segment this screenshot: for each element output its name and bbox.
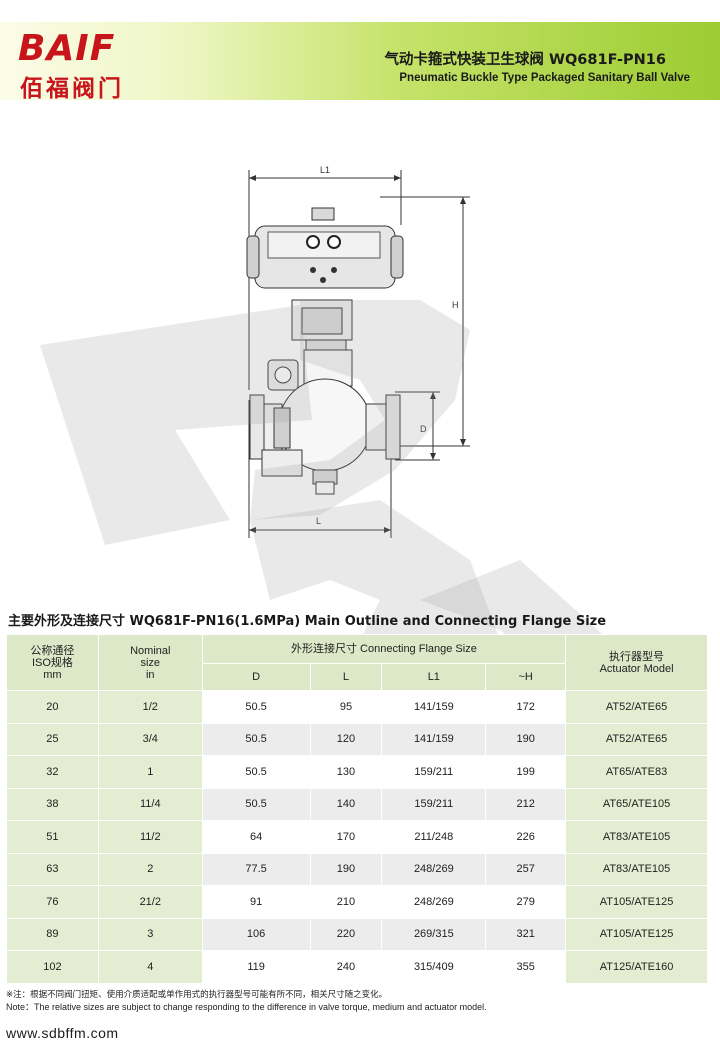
actuator-body [246,207,404,289]
cell-dn: 25 [6,722,99,756]
valve-drawing: L1 H D L [246,165,470,538]
header-d: D [201,663,311,691]
table-row: 38 11/4 50.5 140 159/211 212 AT65/ATE105 [6,787,708,821]
cell-d: 106 [201,917,311,951]
cell-actuator: AT83/ATE105 [565,852,708,886]
cell-l: 130 [309,755,383,789]
cell-l: 120 [309,722,383,756]
brand-logo: BAIF [18,28,116,69]
cell-h: 212 [485,787,567,821]
spec-table: 公称通径 ISO规格 mm Nominal size in 外形连接尺寸 Con… [6,634,708,984]
cell-in: 21/2 [97,885,203,919]
cell-in: 3/4 [97,722,203,756]
section-title: 主要外形及连接尺寸 WQ681F-PN16(1.6MPa) Main Outli… [8,614,607,629]
cell-actuator: AT105/ATE125 [565,885,708,919]
cell-l: 220 [309,917,383,951]
header-actuator: 执行器型号 Actuator Model [565,634,708,691]
cell-dn: 63 [6,852,99,886]
cell-actuator: AT105/ATE125 [565,917,708,951]
table-row: 25 3/4 50.5 120 141/159 190 AT52/ATE65 [6,722,708,756]
cell-l1: 141/159 [381,722,487,756]
cell-in: 4 [97,950,203,984]
table-row: 20 1/2 50.5 95 141/159 172 AT52/ATE65 [6,690,708,724]
cell-actuator: AT125/ATE160 [565,950,708,984]
cell-actuator: AT65/ATE83 [565,755,708,789]
table-row: 51 11/2 64 170 211/248 226 AT83/ATE105 [6,820,708,854]
cell-l1: 248/269 [381,852,487,886]
table-row: 32 1 50.5 130 159/211 199 AT65/ATE83 [6,755,708,789]
table-row: 102 4 119 240 315/409 355 AT125/ATE160 [6,950,708,984]
dim-d-label: D [420,424,427,434]
cell-dn: 102 [6,950,99,984]
cell-in: 1 [97,755,203,789]
cell-d: 50.5 [201,787,311,821]
cell-in: 2 [97,852,203,886]
product-title-zh: 气动卡箍式快装卫生球阀 WQ681F-PN16 [384,52,666,68]
cell-in: 3 [97,917,203,951]
dim-l-label: L [316,516,321,526]
cell-l: 140 [309,787,383,821]
table-row: 76 21/2 91 210 248/269 279 AT105/ATE125 [6,885,708,919]
cell-l: 240 [309,950,383,984]
mounting-bracket [291,299,353,351]
header-dn: 公称通径 ISO规格 mm [6,634,99,691]
cell-l: 210 [309,885,383,919]
cell-in: 1/2 [97,690,203,724]
cell-actuator: AT52/ATE65 [565,722,708,756]
cell-l1: 315/409 [381,950,487,984]
header-h: ~H [485,663,567,691]
cell-l1: 159/211 [381,755,487,789]
cell-l1: 159/211 [381,787,487,821]
cell-dn: 76 [6,885,99,919]
cell-l1: 269/315 [381,917,487,951]
cell-actuator: AT83/ATE105 [565,820,708,854]
cell-actuator: AT52/ATE65 [565,690,708,724]
valve-body [249,359,401,495]
header-nominal-size: Nominal size in [97,634,203,691]
cell-l1: 141/159 [381,690,487,724]
cell-h: 199 [485,755,567,789]
dim-l1-label: L1 [320,165,330,175]
cell-l: 170 [309,820,383,854]
cell-d: 50.5 [201,722,311,756]
cell-d: 77.5 [201,852,311,886]
cell-l1: 211/248 [381,820,487,854]
header-connecting-size: 外形连接尺寸 Connecting Flange Size [201,634,567,664]
cell-d: 50.5 [201,690,311,724]
table-row: 63 2 77.5 190 248/269 257 AT83/ATE105 [6,852,708,886]
header-l1: L1 [381,663,487,691]
cell-l: 190 [309,852,383,886]
website-link[interactable]: www.sdbffm.com [6,1025,119,1041]
cell-d: 50.5 [201,755,311,789]
cell-in: 11/4 [97,787,203,821]
note-zh: ※注：根据不同阀门扭矩、使用介质适配或单作用式的执行器型号可能有所不同，相关尺寸… [6,990,388,1000]
dim-h-label: H [452,300,459,310]
cell-l1: 248/269 [381,885,487,919]
cell-d: 119 [201,950,311,984]
cell-actuator: AT65/ATE105 [565,787,708,821]
note-en: Note：The relative sizes are subject to c… [6,1002,487,1012]
cell-dn: 20 [6,690,99,724]
cell-h: 257 [485,852,567,886]
cell-h: 172 [485,690,567,724]
cell-h: 279 [485,885,567,919]
product-title-en: Pneumatic Buckle Type Packaged Sanitary … [399,72,690,84]
table-row: 89 3 106 220 269/315 321 AT105/ATE125 [6,917,708,951]
cell-dn: 38 [6,787,99,821]
brand-name-zh: 佰福阀门 [20,76,124,102]
cell-h: 226 [485,820,567,854]
header-banner: BAIF 佰福阀门 气动卡箍式快装卫生球阀 WQ681F-PN16 Pneuma… [0,22,720,102]
cell-l: 95 [309,690,383,724]
cell-h: 190 [485,722,567,756]
cell-h: 355 [485,950,567,984]
cell-in: 11/2 [97,820,203,854]
cell-h: 321 [485,917,567,951]
cell-dn: 32 [6,755,99,789]
cell-dn: 51 [6,820,99,854]
cell-dn: 89 [6,917,99,951]
header-l: L [309,663,383,691]
cell-d: 64 [201,820,311,854]
cell-d: 91 [201,885,311,919]
